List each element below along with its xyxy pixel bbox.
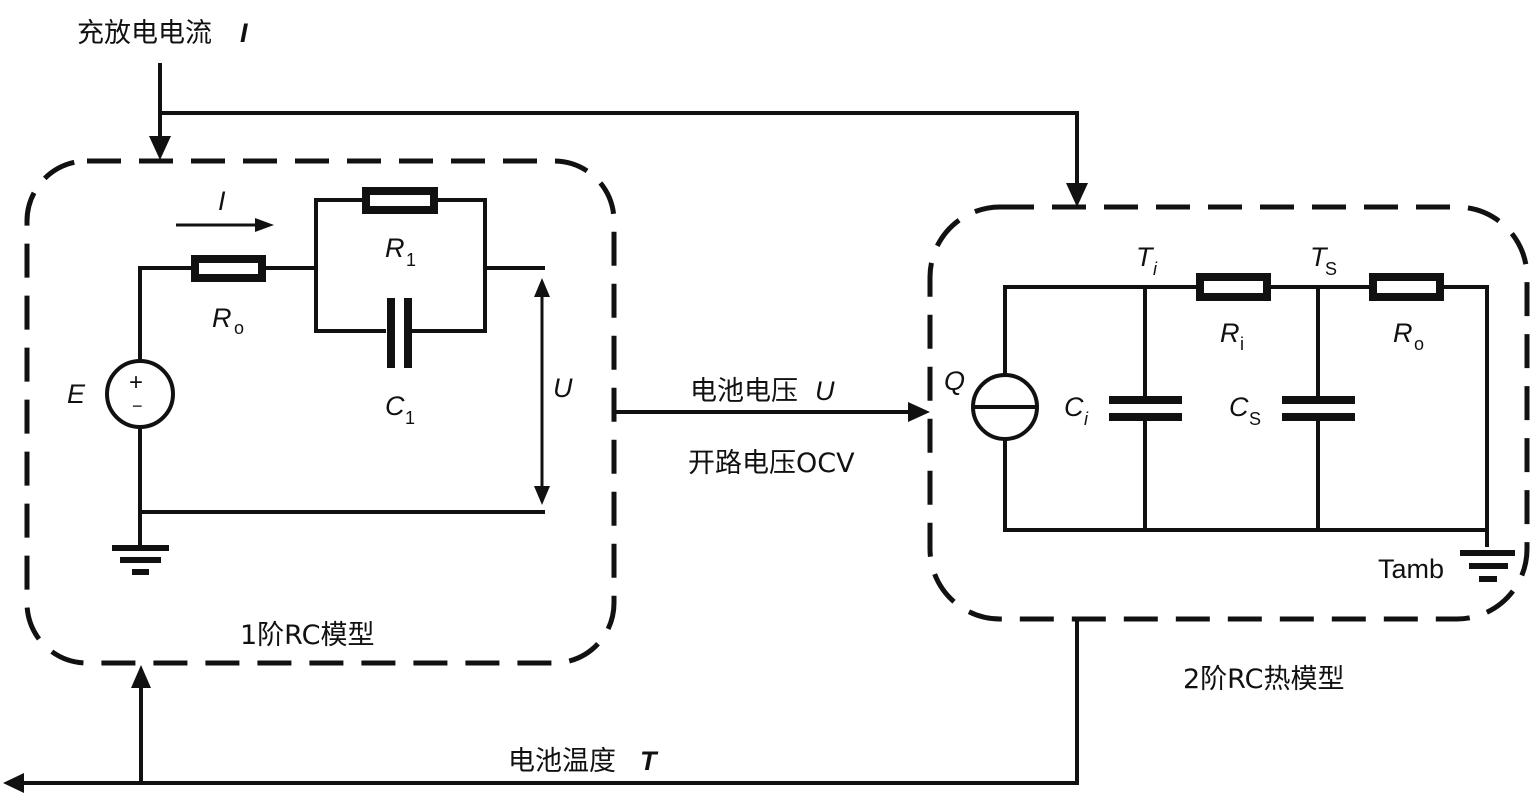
voltage-source-e	[105, 359, 175, 429]
source-plus-sign: +	[129, 369, 143, 396]
voltage-signal-arrow	[612, 402, 930, 422]
capacitor-ci-label: C	[1064, 392, 1084, 422]
capacitor-c1-subscript: 1	[405, 408, 415, 428]
current-input-symbol: I	[240, 18, 248, 48]
source-minus-sign: −	[132, 396, 143, 416]
resistor-ri-label: R	[1220, 318, 1240, 348]
terminal-voltage-label: U	[553, 373, 573, 403]
resistor-r0	[191, 255, 266, 282]
resistor-r0-label: R	[212, 303, 232, 333]
heat-source-label: Q	[944, 366, 965, 396]
thermal-model-title: 2阶RC热模型	[1183, 664, 1344, 695]
rc-model-wires	[138, 198, 545, 547]
battery-temperature-label: 电池温度	[508, 746, 616, 777]
capacitor-c1	[387, 298, 412, 368]
heat-source-q	[971, 373, 1039, 441]
resistor-r1-subscript: 1	[406, 250, 416, 270]
ambient-ground-icon	[1460, 550, 1515, 582]
terminal-voltage-arrow	[534, 278, 550, 505]
temperature-feedback-arrow	[3, 617, 1079, 793]
thermal-model-boundary	[927, 204, 1530, 622]
capacitor-cs-label: C	[1229, 392, 1249, 422]
resistor-r1-label: R	[385, 233, 405, 263]
capacitor-cs	[1282, 396, 1355, 421]
node-ti-label: T	[1136, 242, 1155, 272]
source-e-label: E	[67, 379, 86, 409]
resistor-ro	[1369, 273, 1444, 301]
node-ts-label: T	[1310, 242, 1329, 272]
ambient-temperature-label: Tamb	[1378, 554, 1444, 584]
battery-temperature-symbol: T	[640, 746, 659, 776]
resistor-r1	[362, 187, 438, 214]
current-arrow-label: I	[218, 186, 226, 216]
current-direction-arrow	[176, 218, 274, 232]
node-ti-subscript: i	[1153, 259, 1158, 279]
resistor-ro-label: R	[1393, 318, 1413, 348]
capacitor-ci	[1109, 396, 1182, 421]
current-input-label: 充放电电流	[77, 18, 212, 49]
current-input-arrow-to-thermal	[160, 111, 1088, 207]
resistor-ri-subscript: i	[1240, 334, 1244, 354]
capacitor-cs-subscript: S	[1249, 409, 1261, 429]
battery-voltage-label: 电池电压	[690, 376, 798, 407]
thermal-model-wires	[1003, 285, 1489, 547]
rc-model-title: 1阶RC模型	[240, 620, 374, 651]
battery-voltage-symbol: U	[815, 376, 835, 406]
resistor-r0-subscript: o	[234, 318, 244, 338]
node-ts-subscript: S	[1325, 259, 1337, 279]
ocv-label: 开路电压OCV	[688, 448, 855, 479]
capacitor-c1-label: C	[385, 391, 405, 421]
ground-icon	[112, 545, 169, 575]
resistor-ro-subscript: o	[1414, 334, 1424, 354]
resistor-ri	[1196, 273, 1271, 301]
current-input-arrow-to-rc	[149, 63, 171, 160]
capacitor-ci-subscript: i	[1084, 409, 1089, 429]
